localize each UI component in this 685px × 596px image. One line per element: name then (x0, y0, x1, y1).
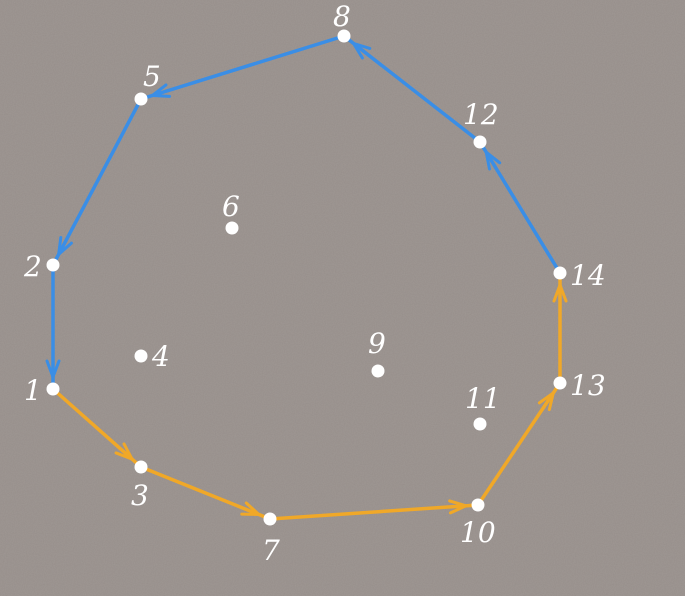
point-label-8: 8 (333, 0, 351, 33)
point-label-1: 1 (24, 374, 42, 407)
point-13 (553, 376, 567, 390)
hull-edge-1-3 (51, 387, 143, 469)
edge-line (478, 140, 562, 275)
edge-line (268, 503, 480, 521)
edge-arrowhead-icon (552, 283, 568, 303)
point-8 (337, 29, 351, 43)
hull-edge-2-1 (45, 263, 61, 391)
point-2 (46, 258, 60, 272)
hull-edge-12-8 (342, 34, 482, 144)
edge-line (51, 387, 143, 469)
point-label-9: 9 (368, 327, 386, 360)
point-label-7: 7 (262, 534, 280, 567)
point-label-14: 14 (570, 259, 606, 292)
point-label-5: 5 (143, 60, 161, 93)
point-label-10: 10 (460, 516, 496, 549)
point-label-6: 6 (222, 190, 240, 223)
point-4 (134, 349, 148, 363)
hull-edges (45, 34, 568, 521)
edge-arrowhead-icon (484, 150, 502, 171)
point-6 (225, 221, 239, 235)
point-label-13: 13 (570, 369, 606, 402)
edge-line (139, 465, 272, 521)
edge-arrowhead-icon (114, 442, 134, 461)
point-14 (553, 266, 567, 280)
hull-edge-8-5 (139, 34, 346, 101)
hull-edge-14-12 (478, 140, 562, 275)
edge-arrowhead-icon (150, 83, 172, 98)
edge-arrowhead-icon (240, 501, 261, 517)
point-12 (473, 135, 487, 149)
hull-edge-3-7 (139, 465, 272, 521)
edge-arrowhead-icon (351, 41, 372, 60)
edge-arrowhead-icon (537, 391, 555, 412)
edge-arrowhead-icon (57, 235, 73, 256)
edge-line (476, 381, 562, 507)
point-label-2: 2 (23, 250, 42, 283)
point-11 (473, 417, 487, 431)
edge-arrowhead-icon (45, 359, 61, 379)
point-label-11: 11 (465, 382, 501, 415)
point-1 (46, 382, 60, 396)
point-10 (471, 498, 485, 512)
point-5 (134, 92, 148, 106)
point-3 (134, 460, 148, 474)
point-label-4: 4 (151, 340, 170, 373)
edge-line (342, 34, 482, 144)
hull-edge-13-14 (552, 271, 568, 385)
point-label-3: 3 (131, 479, 149, 512)
point-label-12: 12 (463, 98, 499, 131)
hull-edge-7-10 (268, 499, 480, 521)
hull-edge-5-2 (51, 97, 143, 267)
hull-edge-10-13 (476, 381, 562, 507)
edge-line (51, 97, 143, 267)
edge-line (139, 34, 346, 101)
point-7 (263, 512, 277, 526)
edge-arrowhead-icon (448, 499, 468, 515)
point-9 (371, 364, 385, 378)
